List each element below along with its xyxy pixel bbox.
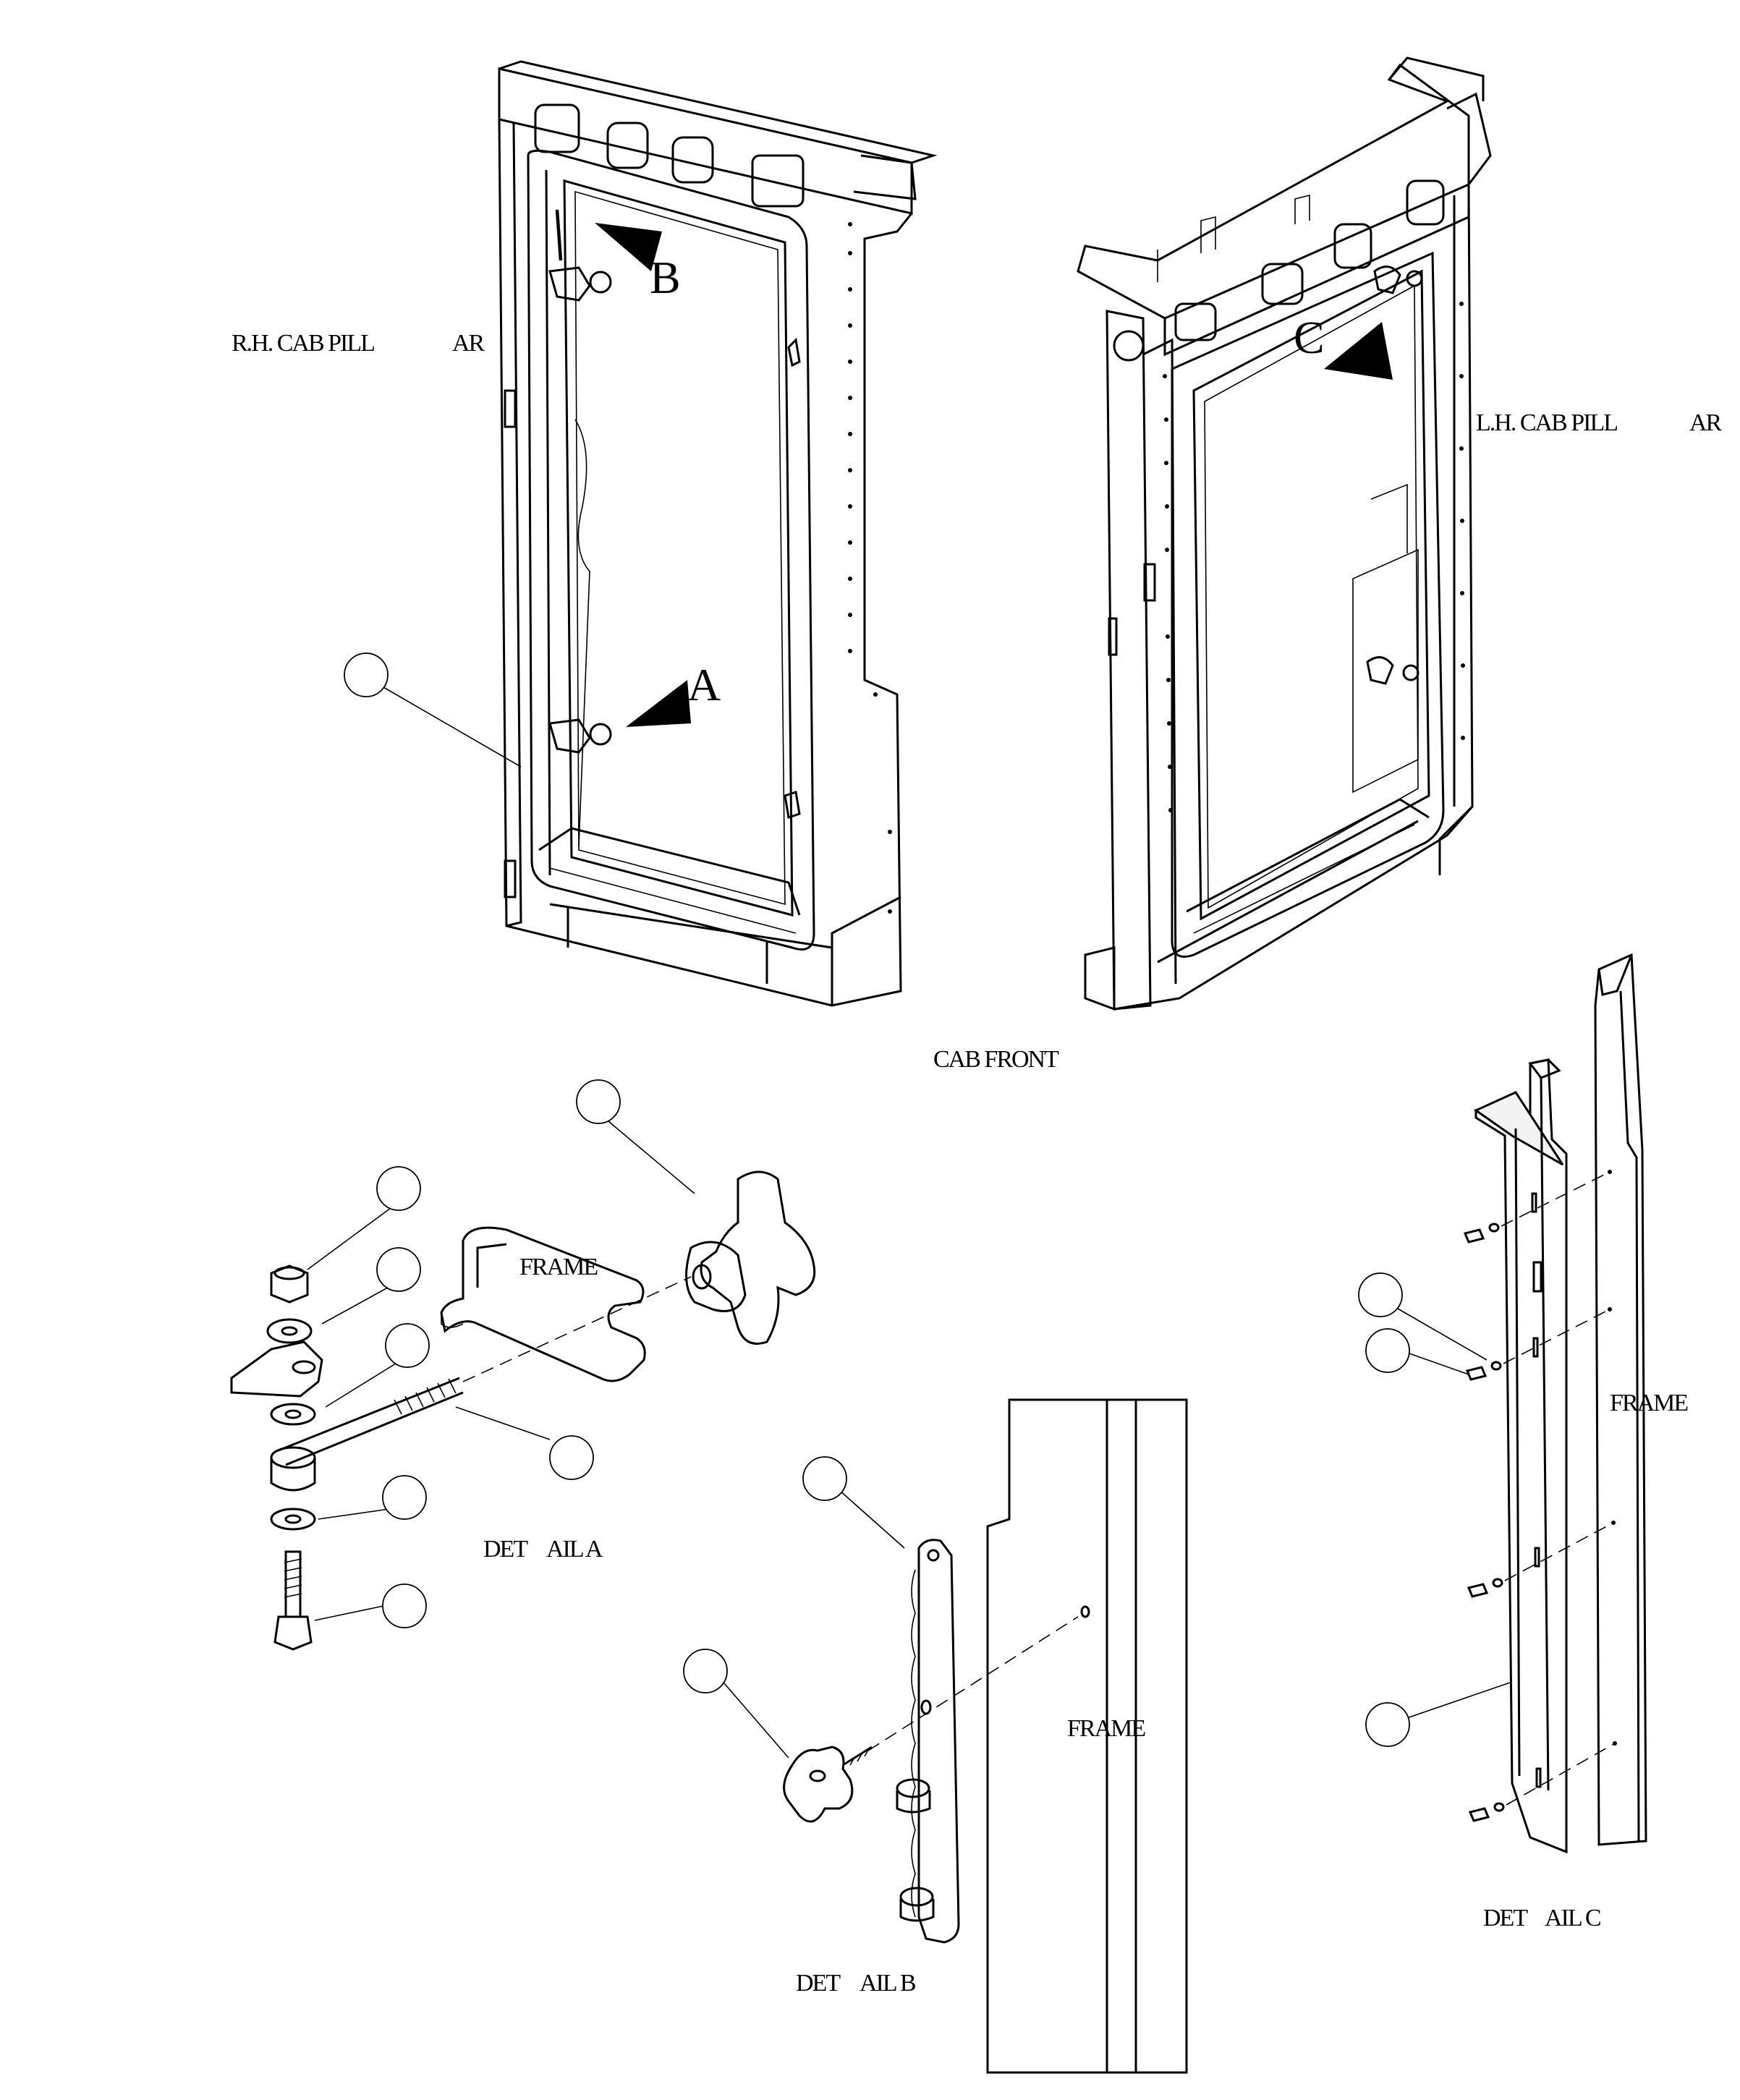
- lh-pillar-label: L.H. CAB PILL: [1476, 409, 1617, 436]
- callout-balloon: [549, 1435, 594, 1480]
- rh-cab-pillar-assembly: B A: [498, 60, 938, 1007]
- detail-a-exploded-view: [230, 1117, 816, 1651]
- detail-b-exploded-view: [719, 1398, 1188, 2074]
- view-label-b: B: [650, 252, 681, 303]
- callout-balloon: [344, 652, 389, 697]
- frame-label-a: FRAME: [519, 1254, 598, 1280]
- callout-balloon: [382, 1583, 427, 1628]
- cab-front-label: CAB FRONT: [933, 1046, 1059, 1073]
- frame-label-b: FRAME: [1067, 1715, 1145, 1742]
- callout-balloon: [376, 1166, 421, 1211]
- detail-c-label-suffix: AIL C: [1545, 1905, 1600, 1931]
- callout-balloon: [1358, 1272, 1403, 1317]
- detail-b-label: DET: [796, 1970, 841, 1997]
- callout-balloon: [1365, 1328, 1410, 1373]
- lh-pillar-label-suffix: AR: [1689, 409, 1723, 436]
- detail-c-exploded-view: [1392, 953, 1647, 1854]
- callout-balloon: [376, 1247, 421, 1292]
- view-arrow-b: [595, 223, 662, 271]
- detail-a-label: DET: [483, 1536, 528, 1563]
- callout-balloon: [683, 1649, 728, 1693]
- callout-balloon: [382, 1475, 427, 1520]
- rh-pillar-label-suffix: AR: [452, 330, 485, 357]
- detail-c-label: DET: [1483, 1905, 1528, 1931]
- view-arrow-c: [1324, 322, 1393, 380]
- frame-label-c: FRAME: [1610, 1390, 1688, 1416]
- callout-balloon: [385, 1323, 430, 1368]
- view-arrow-a: [626, 680, 691, 727]
- view-label-a: A: [687, 659, 721, 710]
- callout-balloon: [576, 1079, 621, 1124]
- lh-cab-pillar-assembly: C: [1077, 56, 1492, 1011]
- callout-balloon: [1365, 1702, 1410, 1747]
- rh-pillar-label: R.H. CAB PILL: [232, 330, 374, 357]
- detail-a-label-suffix: AIL A: [546, 1536, 603, 1563]
- callout-balloon: [802, 1456, 847, 1501]
- detail-b-label-suffix: AIL B: [860, 1970, 916, 1997]
- view-label-c: C: [1294, 312, 1325, 363]
